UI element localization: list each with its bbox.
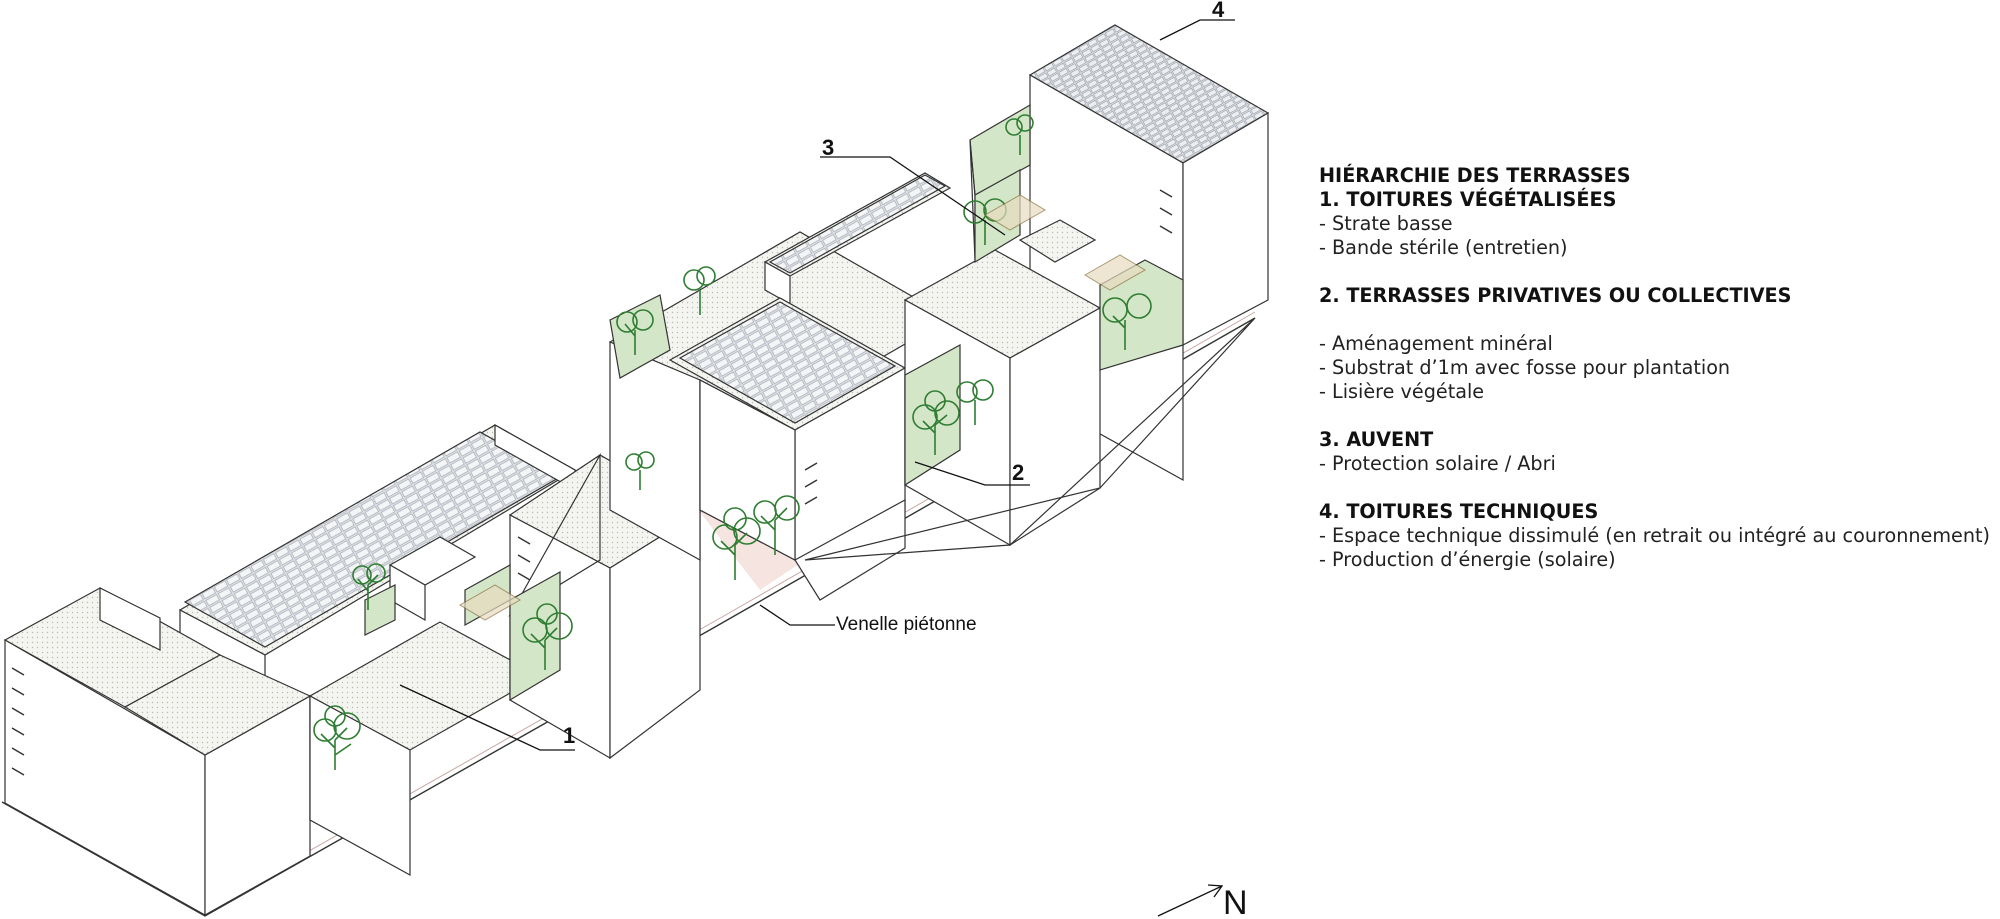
legend: HIÉRARCHIE DES TERRASSES 1. TOITURES VÉG…	[1319, 164, 1999, 572]
legend-item: - Production d’énergie (solaire)	[1319, 548, 1616, 571]
callout-3: 3	[820, 135, 1006, 236]
legend-item: - Lisière végétale	[1319, 380, 1485, 403]
legend-title: HIÉRARCHIE DES TERRASSES	[1319, 164, 1631, 187]
callout-4: 4	[1159, 0, 1235, 41]
callout-1-number: 1	[563, 723, 575, 748]
legend-item: - Strate basse	[1319, 212, 1453, 235]
legend-heading-3: 3. AUVENT	[1319, 428, 1434, 451]
legend-item: - Espace technique dissimulé (en retrait…	[1319, 524, 1991, 547]
auvent-pergola	[459, 194, 1146, 621]
north-label: N	[1223, 884, 1248, 919]
legend-item: - Bande stérile (entretien)	[1319, 236, 1568, 259]
callout-3-number: 3	[822, 135, 834, 160]
venelle-callout: Venelle piétonne	[759, 604, 977, 635]
legend-heading-4: 4. TOITURES TECHNIQUES	[1319, 500, 1599, 523]
callout-1: 1	[399, 684, 575, 751]
legend-item: - Aménagement minéral	[1319, 332, 1553, 355]
callout-4-number: 4	[1212, 0, 1225, 22]
legend-item: - Substrat d’1m avec fosse pour plantati…	[1319, 356, 1731, 379]
callout-2-number: 2	[1012, 460, 1024, 485]
legend-item: - Protection solaire / Abri	[1319, 452, 1556, 475]
left-building	[3, 423, 702, 917]
legend-item-empty	[1319, 308, 1999, 332]
middle-building	[608, 172, 952, 601]
callout-2: 2	[914, 460, 1030, 486]
venelle-label: Venelle piétonne	[836, 614, 977, 635]
north-arrow: N	[1157, 884, 1248, 919]
legend-heading-1: 1. TOITURES VÉGÉTALISÉES	[1319, 188, 1617, 211]
legend-heading-2: 2. TERRASSES PRIVATIVES OU COLLECTIVES	[1319, 284, 1792, 307]
